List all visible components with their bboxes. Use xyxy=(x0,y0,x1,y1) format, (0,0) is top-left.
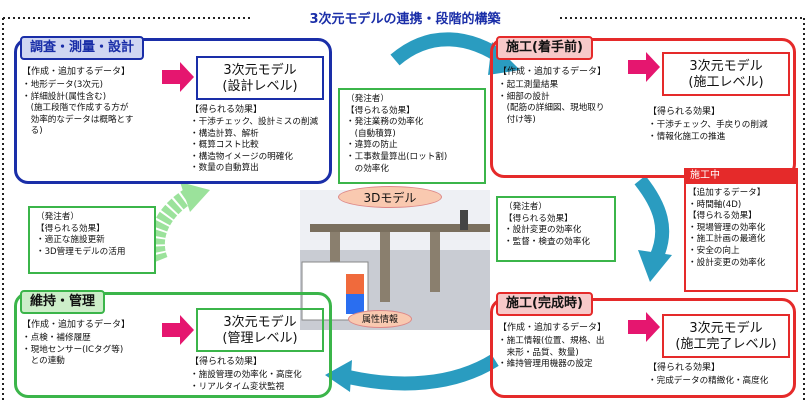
construction-start-data-label: 【作成・追加するデータ】 xyxy=(498,67,607,77)
pink-arrow-design xyxy=(162,62,194,92)
model-label: 3Dモデル xyxy=(338,186,442,208)
maintenance-data-label: 【作成・追加するデータ】 xyxy=(22,320,131,330)
cycle-arrow-right xyxy=(634,175,670,264)
design-data-items: ・地形データ(3次元) ・詳細設計(属性含む) (施工段階で作成する方が 効率的… xyxy=(22,80,134,137)
during-construction-header: 施工中 xyxy=(684,168,798,184)
construction-done-header: 施工(完成時) xyxy=(496,292,593,316)
construction-done-data-label: 【作成・追加するデータ】 xyxy=(498,323,607,333)
construction-done-model-box: 3次元モデル (施工完了レベル) xyxy=(662,314,790,358)
maintenance-effects-label: 【得られる効果】 xyxy=(190,357,263,367)
maintenance-effects-items: ・施設管理の効率化・高度化 ・リアルタイム変状監視 xyxy=(190,370,302,392)
construction-done-data-items: ・施工情報(位置、規格、出 来形・品質、数量) ・維持管理用機器の設定 xyxy=(498,336,605,370)
construction-done-effects-items: ・完成データの精緻化・高度化 xyxy=(648,376,769,386)
design-panel xyxy=(14,38,332,184)
design-effects-label: 【得られる効果】 xyxy=(190,105,263,115)
pink-arrow-start xyxy=(628,52,660,82)
client-mid-box: （発注者） 【得られる効果】 ・設計変更の効率化 ・監督・検査の効率化 xyxy=(496,196,616,262)
maintenance-panel xyxy=(14,292,332,398)
during-construction-text: 【追加するデータ】 ・時間軸(4D) 【得られる効果】 ・現場管理の効率化 ・施… xyxy=(688,188,766,268)
construction-done-panel xyxy=(490,298,796,398)
design-header: 調査・測量・設計 xyxy=(20,36,145,60)
cycle-arrow-top xyxy=(390,32,510,66)
maintenance-data-items: ・点検・補修履歴 ・現地センサー(ICタグ等) との連動 xyxy=(22,333,124,367)
attribute-label: 属性情報 xyxy=(348,310,412,328)
construction-start-header: 施工(着手前) xyxy=(496,36,593,60)
design-data-label: 【作成・追加するデータ】 xyxy=(22,67,131,77)
pink-arrow-maint xyxy=(162,315,194,345)
construction-done-effects-label: 【得られる効果】 xyxy=(648,363,721,373)
construction-start-data-items: ・起工測量結果 ・細部の設計 (配筋の詳細図、現地取り 付け等) xyxy=(498,80,605,125)
maintenance-header: 維持・管理 xyxy=(20,290,106,314)
client-left-box: （発注者） 【得られる効果】 ・適正な施設更新 ・3D管理モデルの活用 xyxy=(28,206,156,274)
construction-start-panel xyxy=(490,38,796,178)
cycle-arrow-left xyxy=(148,188,195,263)
pink-arrow-done xyxy=(628,312,660,342)
page-title: 3次元モデルの連携・段階的構築 xyxy=(309,12,501,27)
construction-start-model-box: 3次元モデル (施工レベル) xyxy=(662,52,790,96)
construction-start-effects-items: ・干渉チェック、手戻りの削減 ・情報化施工の推進 xyxy=(648,120,768,142)
client-top-box: （発注者） 【得られる効果】 ・発注業務の効率化 (自動積算) ・違算の防止 ・… xyxy=(338,88,486,184)
design-effects-items: ・干渉チェック、設計ミスの削減 ・構造計算、解析 ・概算コスト比較 ・構造物イメ… xyxy=(190,117,319,174)
maintenance-model-box: 3次元モデル (管理レベル) xyxy=(196,308,324,352)
cycle-arrow-bottom xyxy=(338,353,499,391)
construction-start-effects-label: 【得られる効果】 xyxy=(648,107,721,117)
design-model-box: 3次元モデル (設計レベル) xyxy=(196,56,324,100)
